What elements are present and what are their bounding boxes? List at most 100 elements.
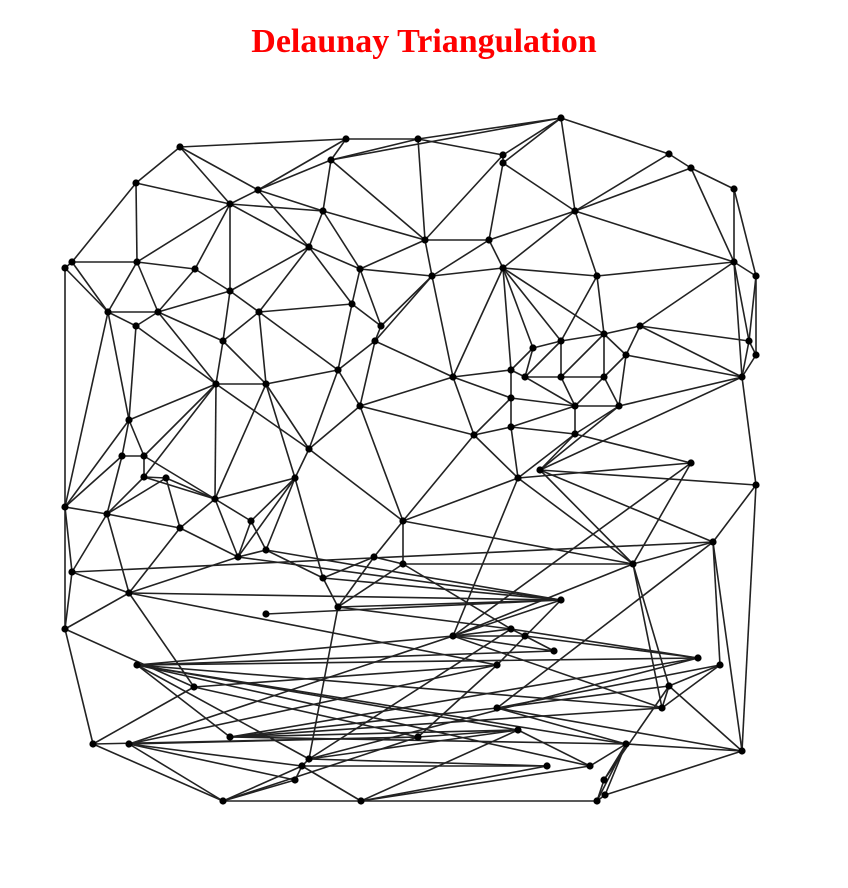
vertex-point — [738, 373, 746, 381]
triangulation-edge — [473, 397, 512, 436]
triangulation-edge — [560, 117, 670, 155]
vertex-point — [550, 647, 558, 655]
triangulation-edge — [229, 707, 498, 738]
vertex-point — [212, 380, 220, 388]
triangulation-edge — [690, 167, 735, 190]
triangulation-edge — [733, 261, 750, 342]
vertex-point — [399, 560, 407, 568]
triangulation-edge — [337, 556, 375, 608]
vertex-point — [716, 661, 724, 669]
vertex-point — [636, 322, 644, 330]
vertex-point — [421, 236, 429, 244]
vertex-point — [601, 791, 609, 799]
triangulation-edge — [136, 664, 591, 767]
triangulation-edge — [380, 275, 433, 327]
triangulation-edge — [308, 729, 519, 760]
triangulation-edge — [92, 686, 195, 745]
vertex-point — [730, 258, 738, 266]
triangulation-edge — [741, 340, 750, 378]
triangulation-edge — [431, 275, 454, 378]
triangulation-edge — [237, 477, 296, 558]
triangulation-edge — [215, 340, 224, 385]
triangulation-edge — [229, 657, 699, 738]
triangulation-edge — [214, 477, 296, 500]
triangulation-edge — [322, 577, 562, 601]
triangulation-edge — [560, 333, 605, 378]
triangulation-edge — [417, 117, 562, 140]
triangulation-edge — [179, 498, 216, 529]
triangulation-edge — [121, 419, 130, 457]
triangulation-edge — [229, 290, 260, 313]
triangulation-edge — [136, 657, 699, 666]
triangulation-edge — [359, 268, 433, 277]
triangulation-edge — [733, 261, 743, 378]
triangulation-edge — [64, 506, 73, 573]
vertex-point — [571, 430, 579, 438]
triangulation-edge — [502, 267, 512, 371]
vertex-point — [356, 402, 364, 410]
triangulation-edge — [258, 303, 353, 313]
vertex-point — [104, 308, 112, 316]
vertex-point — [507, 423, 515, 431]
vertex-point — [629, 560, 637, 568]
triangulation-edge — [337, 606, 512, 630]
vertex-point — [622, 740, 630, 748]
triangulation-edge — [215, 383, 310, 450]
triangulation-edge — [502, 267, 605, 335]
triangulation-edge — [71, 541, 714, 573]
vertex-point — [247, 517, 255, 525]
triangulation-edge — [64, 506, 108, 515]
triangulation-edge — [308, 369, 339, 450]
triangulation-edge — [539, 469, 714, 543]
triangulation-edge — [741, 354, 757, 378]
vertex-point — [745, 337, 753, 345]
triangulation-edge — [452, 635, 663, 709]
triangulation-edge — [502, 210, 576, 269]
triangulation-edge — [452, 628, 512, 637]
triangulation-edge — [524, 340, 562, 378]
triangulation-edge — [639, 325, 750, 342]
triangulation-edge — [64, 628, 94, 745]
vertex-point — [449, 632, 457, 640]
vertex-point — [507, 366, 515, 374]
triangulation-edge — [257, 189, 324, 212]
triangulation-edge — [128, 592, 498, 666]
triangulation-edge — [712, 541, 743, 752]
triangulation-edge — [229, 707, 663, 738]
triangulation-edge — [496, 541, 714, 709]
triangulation-edge — [194, 203, 231, 270]
vertex-point — [414, 135, 422, 143]
triangulation-edge — [359, 268, 382, 327]
triangulation-edge — [639, 325, 743, 378]
triangulation-edge — [452, 376, 475, 436]
triangulation-edge — [136, 664, 627, 745]
triangulation-edge — [322, 210, 361, 270]
triangulation-edge — [574, 433, 692, 464]
triangulation-edge — [337, 303, 353, 371]
triangulation-edge — [452, 635, 555, 652]
triangulation-edge — [596, 743, 627, 802]
vertex-point — [103, 510, 111, 518]
triangulation-edge — [359, 405, 475, 436]
triangulation-edge — [359, 376, 454, 407]
vertex-point — [191, 265, 199, 273]
triangulation-edge — [661, 685, 670, 709]
triangulation-edge — [603, 333, 627, 356]
vertex-point — [176, 143, 184, 151]
vertex-point — [132, 322, 140, 330]
triangulation-edge — [136, 650, 555, 666]
triangulation-edge — [301, 765, 362, 802]
triangulation-edge — [741, 376, 757, 486]
triangulation-edge — [222, 311, 260, 342]
vertex-point — [499, 159, 507, 167]
vertex-point — [226, 287, 234, 295]
triangulation-edge — [502, 162, 576, 212]
triangulation-edge — [64, 311, 109, 508]
triangulation-edge — [135, 311, 159, 327]
triangulation-edge — [128, 419, 145, 457]
vertex-point — [752, 351, 760, 359]
vertex-point — [493, 661, 501, 669]
triangulation-edge — [71, 513, 108, 573]
vertex-point — [125, 589, 133, 597]
vertex-point — [414, 733, 422, 741]
